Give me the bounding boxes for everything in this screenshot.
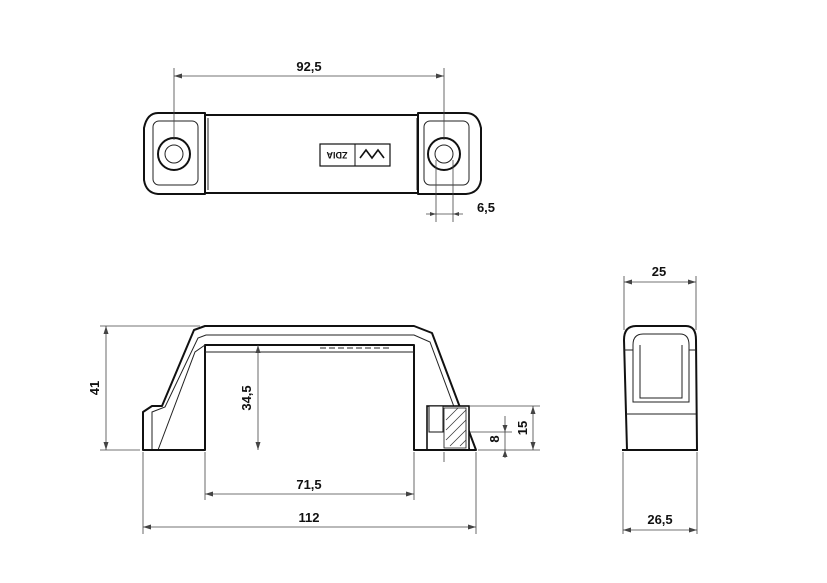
front-view: 41 34,5 71,5 112 8 15 [87, 325, 540, 534]
dim-base-width-label: 26,5 [647, 512, 672, 527]
left-hole [164, 144, 184, 164]
top-view: ZDIA 92,5 6,5 [143, 59, 495, 222]
side-view: 25 26,5 [622, 264, 698, 534]
dim-inner-height-label: 34,5 [239, 385, 254, 410]
side-view-body [623, 325, 698, 451]
front-view-handle [142, 325, 477, 451]
logo-text: ZDIA [326, 150, 347, 160]
logo-mark-icon [359, 148, 385, 160]
dim-length-label: 92,5 [296, 59, 321, 74]
right-hole-boss [427, 137, 461, 171]
right-hole [434, 144, 454, 164]
top-view-bar [199, 114, 426, 194]
dim-hole-label: 6,5 [477, 200, 495, 215]
dim-inner-width-label: 71,5 [296, 477, 321, 492]
dim-insert-label: 8 [487, 435, 502, 442]
threaded-insert [426, 405, 470, 451]
dim-total-length-label: 112 [299, 510, 320, 525]
brand-logo: ZDIA [319, 143, 391, 167]
dim-height-label: 41 [87, 381, 102, 395]
dim-top-width-label: 25 [652, 264, 666, 279]
left-hole-boss [157, 137, 191, 171]
dim-base-height-label: 15 [515, 421, 530, 435]
